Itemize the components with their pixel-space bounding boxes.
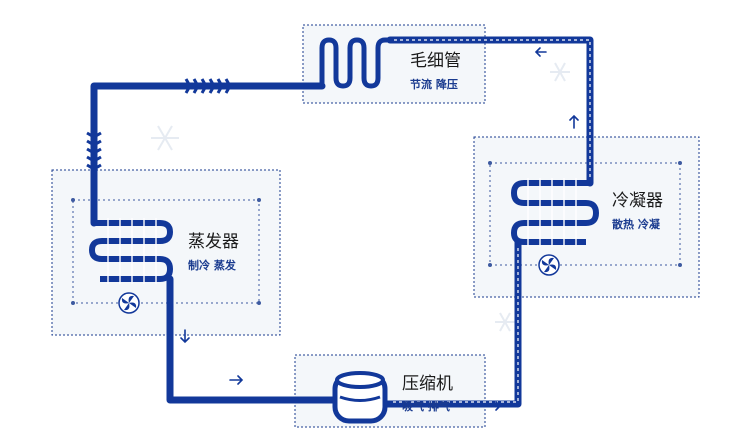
compressor-icon <box>332 371 388 424</box>
evaporator-box <box>51 169 281 336</box>
fan-icon <box>118 292 140 314</box>
evaporator-subtitle: 制冷 蒸发 <box>188 258 237 272</box>
compressor-title: 压缩机 <box>402 374 453 394</box>
condenser-coil <box>511 178 599 247</box>
snowflake-icon <box>151 62 570 332</box>
evaporator-title: 蒸发器 <box>188 232 239 252</box>
spring-coil-vertical <box>86 131 102 171</box>
compressor-subtitle: 吸气 排气 <box>402 399 450 413</box>
arrow-icon <box>180 47 579 411</box>
compressor-box <box>294 354 486 428</box>
capillary-coil <box>319 37 392 89</box>
spring-coil-horizontal <box>184 78 232 94</box>
fan-icon <box>538 254 560 276</box>
evaporator-inner-frame <box>71 198 261 305</box>
condenser-subtitle: 散热 冷凝 <box>612 217 661 231</box>
condenser-title: 冷凝器 <box>612 191 663 211</box>
evaporator-coil <box>89 218 173 284</box>
capillary-title: 毛细管 <box>410 51 461 71</box>
pipe-highlight <box>390 39 591 403</box>
condenser-inner-frame <box>488 161 682 267</box>
capillary-subtitle: 节流 降压 <box>410 77 458 91</box>
